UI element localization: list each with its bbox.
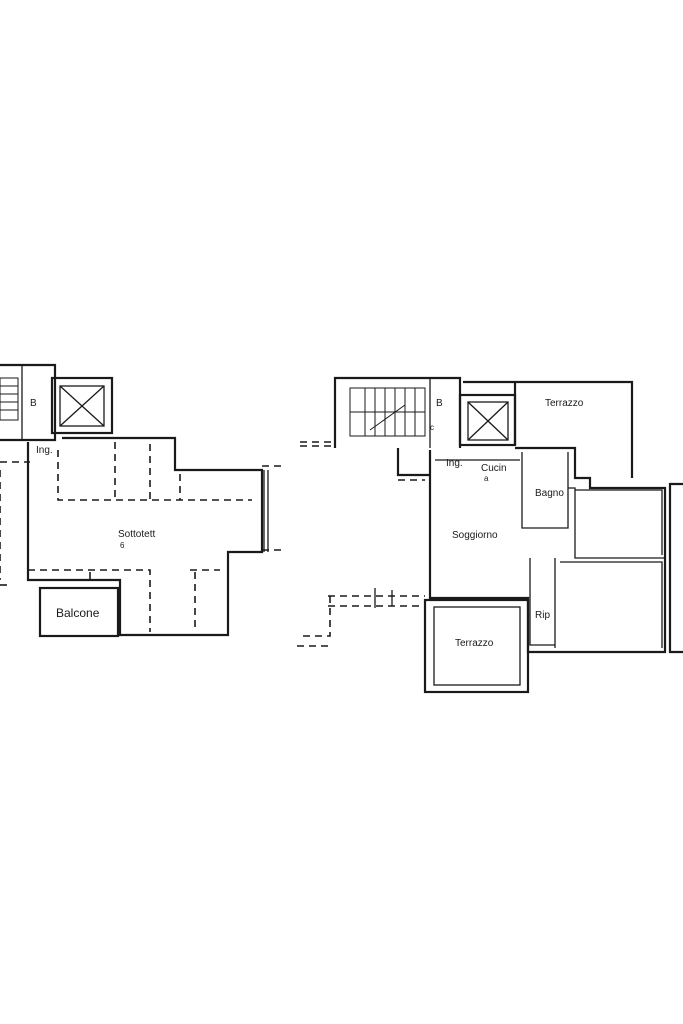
right-kitchen-label: Cucin: [481, 463, 507, 474]
right-elevator-shaft: [458, 393, 517, 447]
left-attic-walls: [26, 436, 264, 637]
right-storage-label: Rip: [535, 610, 550, 621]
right-floor-plan: B c Ing. Cucin a Terrazzo Bagno Soggiorn…: [295, 376, 683, 694]
right-bathroom-number: c: [430, 423, 434, 432]
right-entrance-label: Ing.: [446, 458, 463, 469]
right-bottom-terrace: [423, 598, 530, 694]
right-apartment-walls: [428, 446, 667, 654]
right-kitchen-number: a: [484, 474, 489, 483]
left-elevator-shaft: [50, 376, 114, 435]
right-bath-label: Bagno: [535, 488, 564, 499]
left-bathroom-label: B: [30, 398, 37, 409]
right-living-label: Soggiorno: [452, 530, 498, 541]
left-attic-number: 6: [120, 541, 125, 550]
right-bottom-terrace-label: Terrazzo: [455, 638, 494, 649]
right-stair-steps: [349, 387, 426, 437]
right-top-terrace: [463, 380, 634, 478]
left-floor-plan: B Ing. Sottotett 6 Balcone: [0, 363, 285, 638]
right-top-terrace-label: Terrazzo: [545, 398, 584, 409]
left-entrance-label: Ing.: [36, 445, 53, 456]
left-balcony-label: Balcone: [56, 606, 100, 620]
right-bathroom-label: B: [436, 398, 443, 409]
left-balcony: [38, 586, 120, 638]
left-attic-label: Sottotett: [118, 529, 155, 540]
left-stair-steps: [0, 377, 19, 421]
